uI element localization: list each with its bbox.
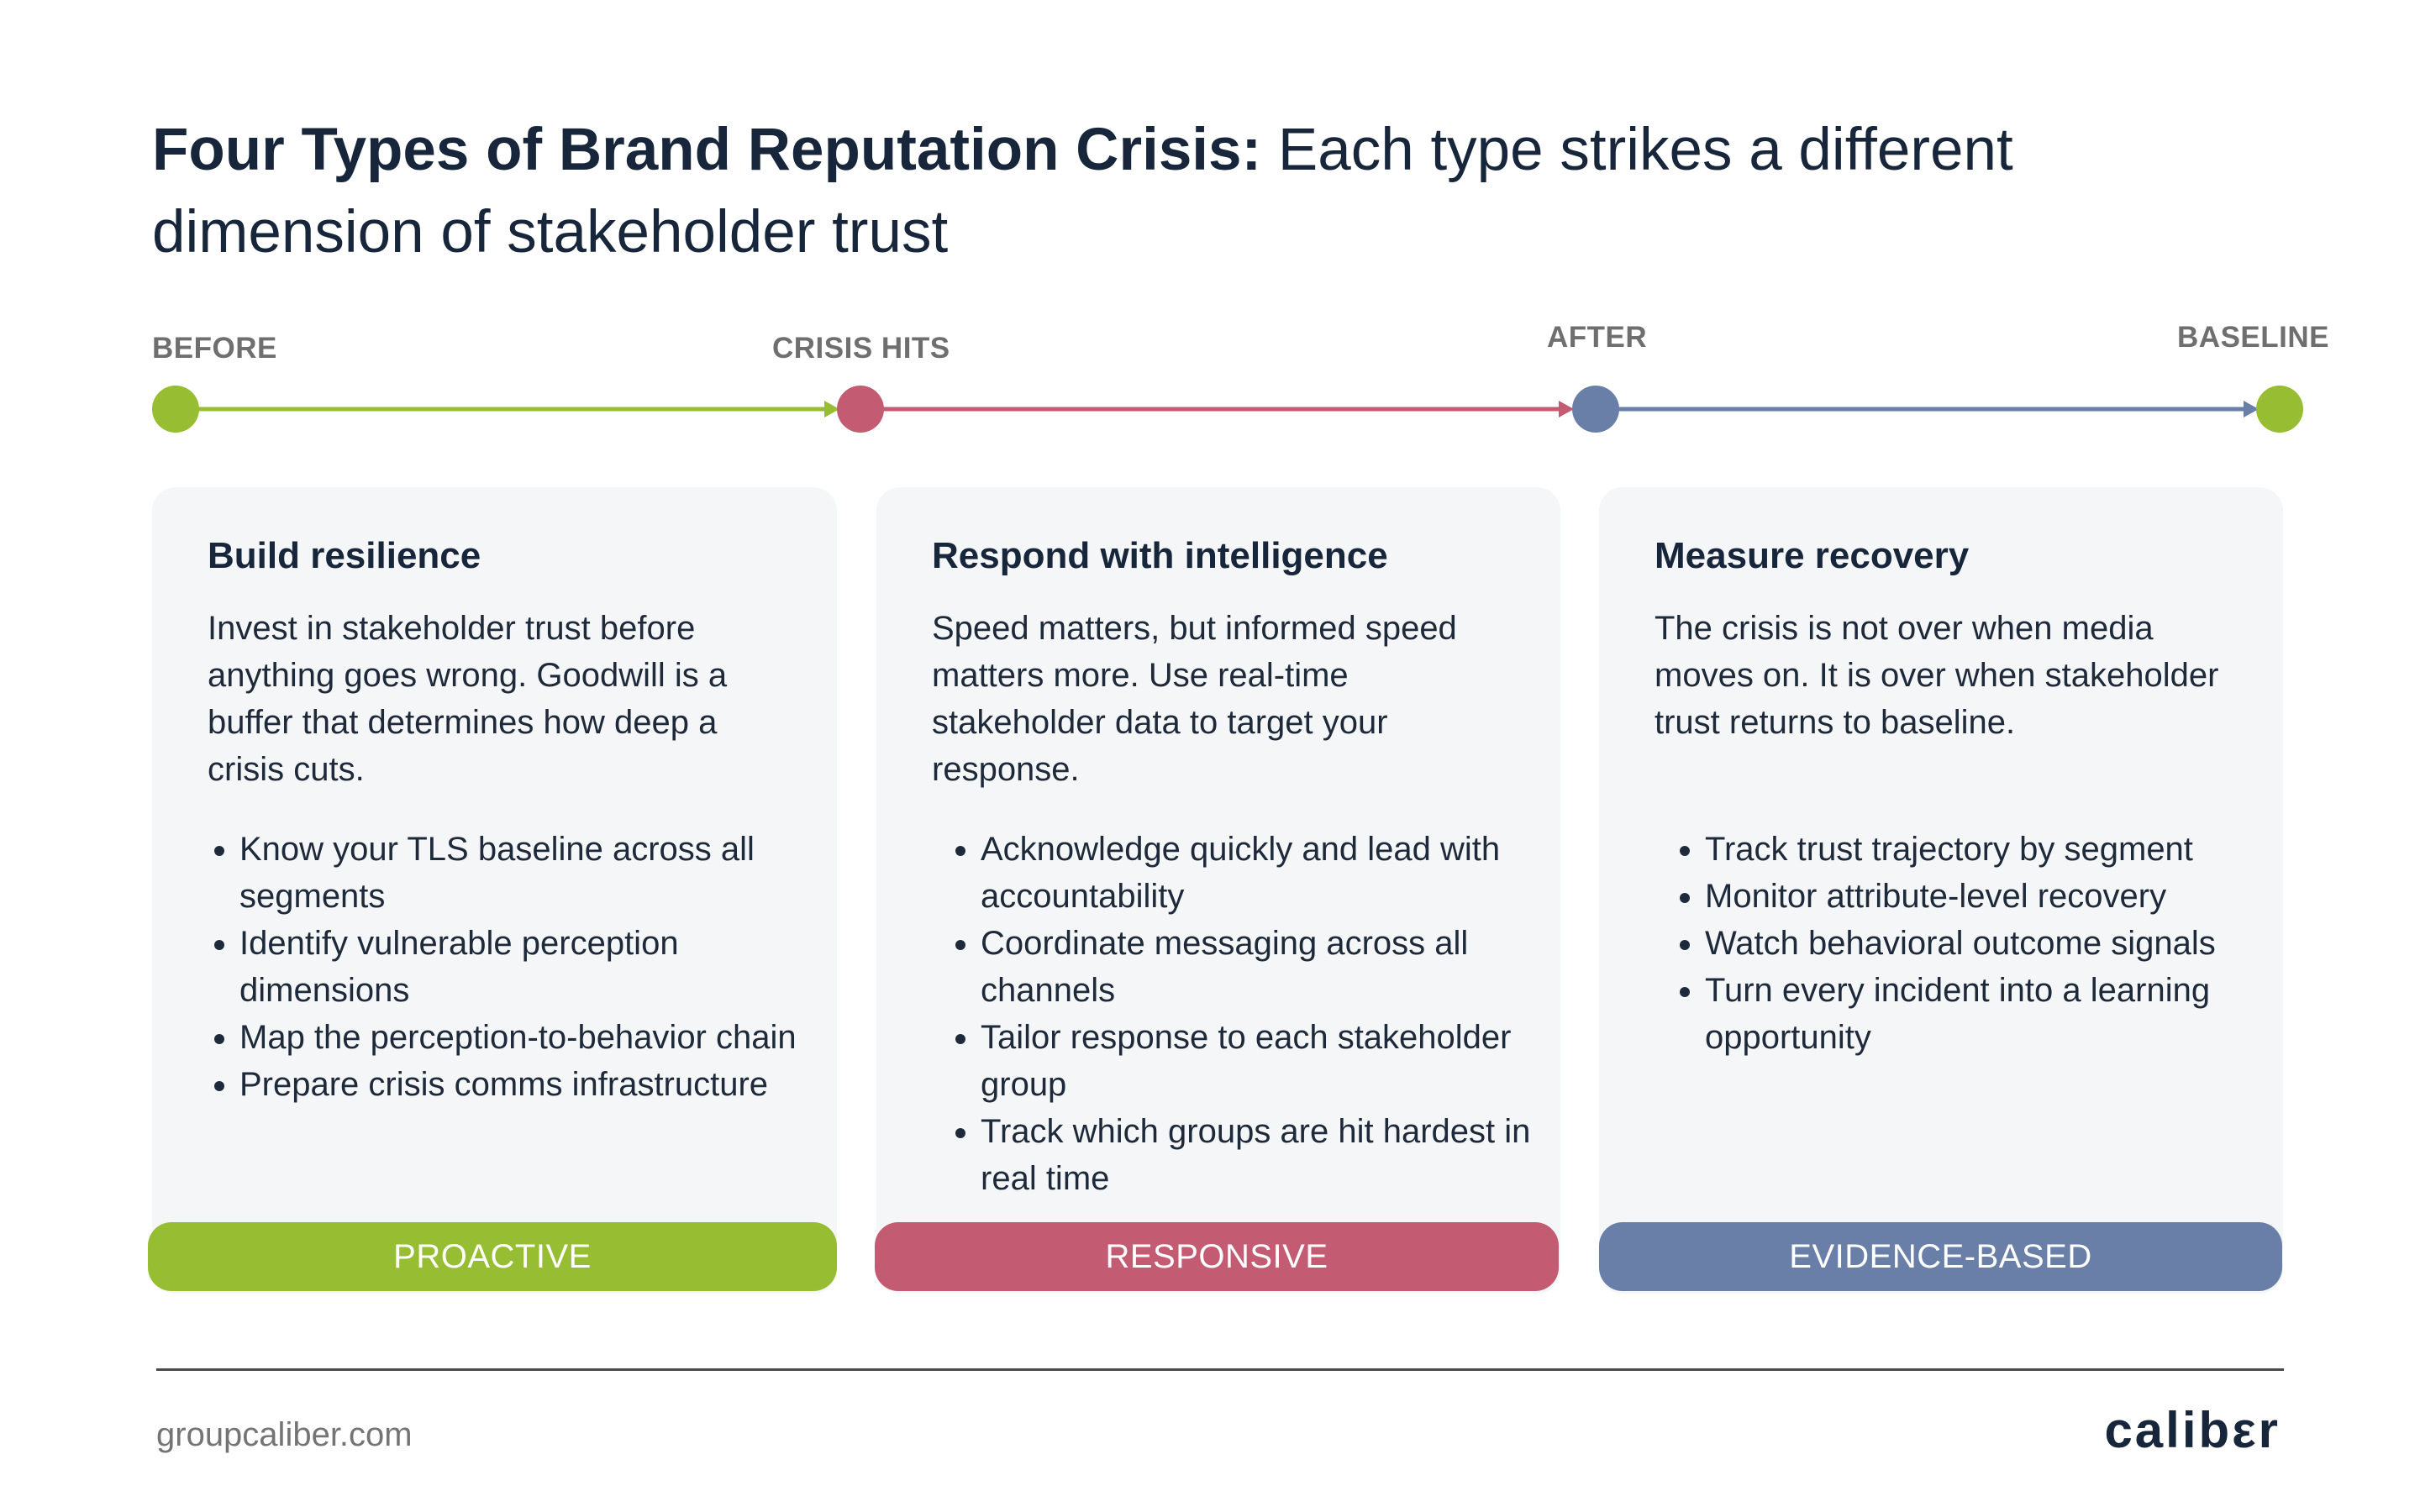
timeline-arrowhead-3	[2244, 401, 2259, 417]
timeline-arrowhead-1	[824, 401, 839, 417]
timeline-node-before	[152, 386, 199, 433]
list-item: Watch behavioral outcome signals	[1705, 920, 2293, 967]
badge-responsive: RESPONSIVE	[875, 1222, 1559, 1291]
card-bullet-list: Track trust trajectory by segment Monito…	[1655, 826, 2293, 1061]
caliber-logo: calibεr	[2104, 1402, 2281, 1458]
list-item: Monitor attribute-level recovery	[1705, 873, 2293, 920]
footer-url: groupcaliber.com	[156, 1416, 413, 1453]
badge-proactive: PROACTIVE	[148, 1222, 837, 1291]
timeline-node-after	[1572, 386, 1619, 433]
card-bullet-list: Know your TLS baseline across all segmen…	[208, 826, 844, 1108]
card-evidence-based: Measure recovery The crisis is not over …	[1599, 487, 2283, 1294]
timeline-node-baseline	[2256, 386, 2303, 433]
card-description: Invest in stakeholder trust before anyth…	[208, 610, 728, 788]
timeline	[152, 386, 2303, 433]
card-responsive: Respond with intelligence Speed matters,…	[876, 487, 1560, 1294]
list-item: Tailor response to each stakeholder grou…	[981, 1014, 1552, 1108]
card-description: Speed matters, but informed speed matter…	[932, 610, 1457, 788]
title-regular: Each type strikes a different dimension …	[152, 117, 2013, 265]
timeline-label-baseline: BASELINE	[2177, 321, 2329, 354]
page-title: Four Types of Brand Reputation Crisis: E…	[152, 109, 2295, 274]
card-description: The crisis is not over when media moves …	[1655, 610, 2219, 741]
title-bold: Four Types of Brand Reputation Crisis:	[152, 117, 1262, 183]
footer-divider	[156, 1368, 2284, 1371]
card-heading: Build resilience	[208, 535, 481, 576]
badge-evidence-based: EVIDENCE-BASED	[1599, 1222, 2282, 1291]
list-item: Track which groups are hit hardest in re…	[981, 1108, 1552, 1202]
timeline-node-crisis-hits	[837, 386, 884, 433]
list-item: Coordinate messaging across all channels	[981, 920, 1552, 1014]
card-heading: Respond with intelligence	[932, 535, 1388, 576]
card-heading: Measure recovery	[1655, 535, 1970, 576]
card-bullet-list: Acknowledge quickly and lead with accoun…	[944, 826, 1552, 1202]
list-item: Acknowledge quickly and lead with accoun…	[981, 826, 1552, 920]
list-item: Map the perception-to-behavior chain	[239, 1014, 844, 1061]
timeline-label-after: AFTER	[1547, 321, 1648, 354]
list-item: Turn every incident into a learning oppo…	[1705, 967, 2293, 1061]
card-proactive: Build resilience Invest in stakeholder t…	[152, 487, 837, 1294]
list-item: Identify vulnerable perception dimension…	[239, 920, 844, 1014]
list-item: Prepare crisis comms infrastructure	[239, 1061, 844, 1108]
list-item: Know your TLS baseline across all segmen…	[239, 826, 844, 920]
timeline-label-crisis-hits: CRISIS HITS	[772, 332, 950, 365]
list-item: Track trust trajectory by segment	[1705, 826, 2293, 873]
timeline-arrowhead-2	[1559, 401, 1574, 417]
timeline-label-before: BEFORE	[152, 332, 277, 365]
